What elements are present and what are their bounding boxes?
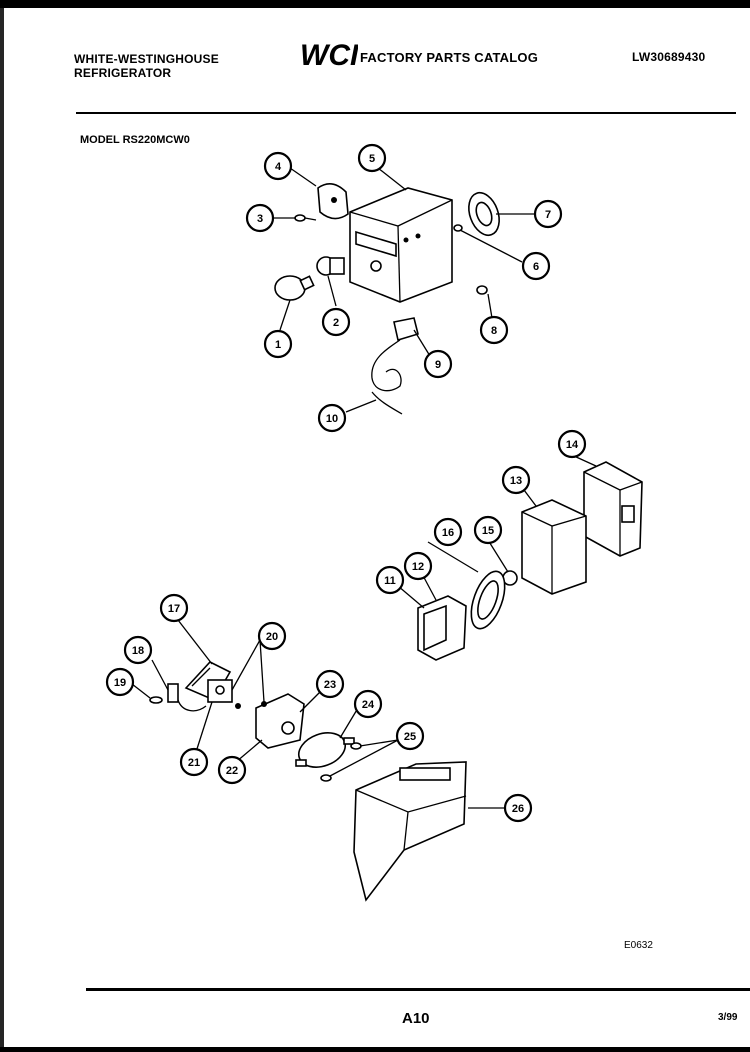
- callout-11: 11: [375, 565, 405, 595]
- page-number: A10: [402, 1010, 430, 1027]
- svg-text:25: 25: [404, 731, 416, 743]
- callout-14: 14: [557, 429, 587, 459]
- callout-24: 24: [353, 689, 383, 719]
- part-lamp-socket: [316, 256, 345, 276]
- callout-15: 15: [473, 515, 503, 545]
- part-cover-disk: [468, 191, 500, 237]
- svg-text:5: 5: [369, 153, 375, 165]
- callout-20: 20: [257, 621, 287, 651]
- svg-text:14: 14: [566, 439, 579, 451]
- part-screw-8: [476, 285, 488, 295]
- svg-text:7: 7: [545, 209, 551, 221]
- callout-8: 8: [479, 315, 509, 345]
- svg-text:9: 9: [435, 359, 441, 371]
- part-cover-bracket: [583, 461, 643, 557]
- header-rule: [76, 112, 736, 114]
- callout-1: 1: [263, 329, 293, 359]
- part-connector: [393, 317, 419, 342]
- svg-text:22: 22: [226, 765, 238, 777]
- svg-text:WCI: WCI: [300, 39, 358, 72]
- svg-text:17: 17: [168, 603, 180, 615]
- part-clamp-ring: [295, 732, 355, 768]
- drawing-code: E0632: [624, 940, 653, 951]
- callout-5: 5: [357, 143, 387, 173]
- svg-text:12: 12: [412, 561, 424, 573]
- svg-text:13: 13: [510, 475, 522, 487]
- svg-text:26: 26: [512, 803, 524, 815]
- part-ice-chute: [353, 761, 467, 902]
- top-border: [0, 0, 750, 8]
- callout-23: 23: [315, 669, 345, 699]
- callout-3: 3: [245, 203, 275, 233]
- model-label: MODEL RS220MCW0: [80, 134, 190, 146]
- footer-rule: [86, 988, 750, 991]
- part-seal-disk: [470, 570, 506, 630]
- callout-9: 9: [423, 349, 453, 379]
- svg-text:4: 4: [275, 161, 282, 173]
- part-screw-25a: [350, 742, 362, 750]
- part-wire-harness: [371, 339, 403, 415]
- callout-22: 22: [217, 755, 247, 785]
- svg-text:2: 2: [333, 317, 339, 329]
- callout-25: 25: [395, 721, 425, 751]
- svg-text:18: 18: [132, 645, 144, 657]
- part-screw-6: [453, 224, 463, 232]
- callout-13: 13: [501, 465, 531, 495]
- callout-17: 17: [159, 593, 189, 623]
- callout-10: 10: [317, 403, 347, 433]
- callout-21: 21: [179, 747, 209, 777]
- part-screw-3: [294, 214, 317, 222]
- svg-text:1: 1: [275, 339, 281, 351]
- part-light-bulb: [274, 275, 315, 301]
- part-auger-motor: [521, 499, 587, 595]
- part-switch: [207, 679, 233, 703]
- callout-4: 4: [263, 151, 293, 181]
- svg-text:6: 6: [533, 261, 539, 273]
- part-screw-19: [149, 696, 163, 704]
- part-motor-housing: [417, 595, 467, 661]
- callout-18: 18: [123, 635, 153, 665]
- catalog-title: FACTORY PARTS CATALOG: [360, 50, 539, 65]
- brand-line-1: WHITE-WESTINGHOUSE: [74, 52, 219, 66]
- svg-text:20: 20: [266, 631, 278, 643]
- part-screw-25b: [320, 774, 332, 782]
- catalog-number: LW30689430: [632, 50, 706, 64]
- left-edge: [0, 0, 4, 1052]
- callout-16: 16: [433, 517, 463, 547]
- brand-line-2: REFRIGERATOR: [74, 66, 172, 80]
- svg-text:23: 23: [324, 679, 336, 691]
- svg-text:3: 3: [257, 213, 263, 225]
- svg-text:8: 8: [491, 325, 497, 337]
- svg-text:16: 16: [442, 527, 454, 539]
- callout-2: 2: [321, 307, 351, 337]
- part-switch-bracket: [167, 683, 179, 703]
- callout-6: 6: [521, 251, 551, 281]
- callout-7: 7: [533, 199, 563, 229]
- part-socket-bracket: [317, 183, 349, 220]
- part-wire-21: [177, 699, 207, 712]
- callout-19: 19: [105, 667, 135, 697]
- callout-26: 26: [503, 793, 533, 823]
- svg-text:10: 10: [326, 413, 338, 425]
- svg-text:21: 21: [188, 757, 200, 769]
- svg-text:24: 24: [362, 699, 375, 711]
- footer-date: 3/99: [718, 1012, 738, 1023]
- bottom-border: [0, 1047, 750, 1052]
- wci-logo: WCI: [300, 39, 358, 72]
- svg-text:15: 15: [482, 525, 494, 537]
- part-actuator-bracket: [255, 693, 305, 749]
- svg-text:19: 19: [114, 677, 126, 689]
- part-housing: [349, 187, 453, 303]
- callout-12: 12: [403, 551, 433, 581]
- svg-text:11: 11: [384, 575, 396, 587]
